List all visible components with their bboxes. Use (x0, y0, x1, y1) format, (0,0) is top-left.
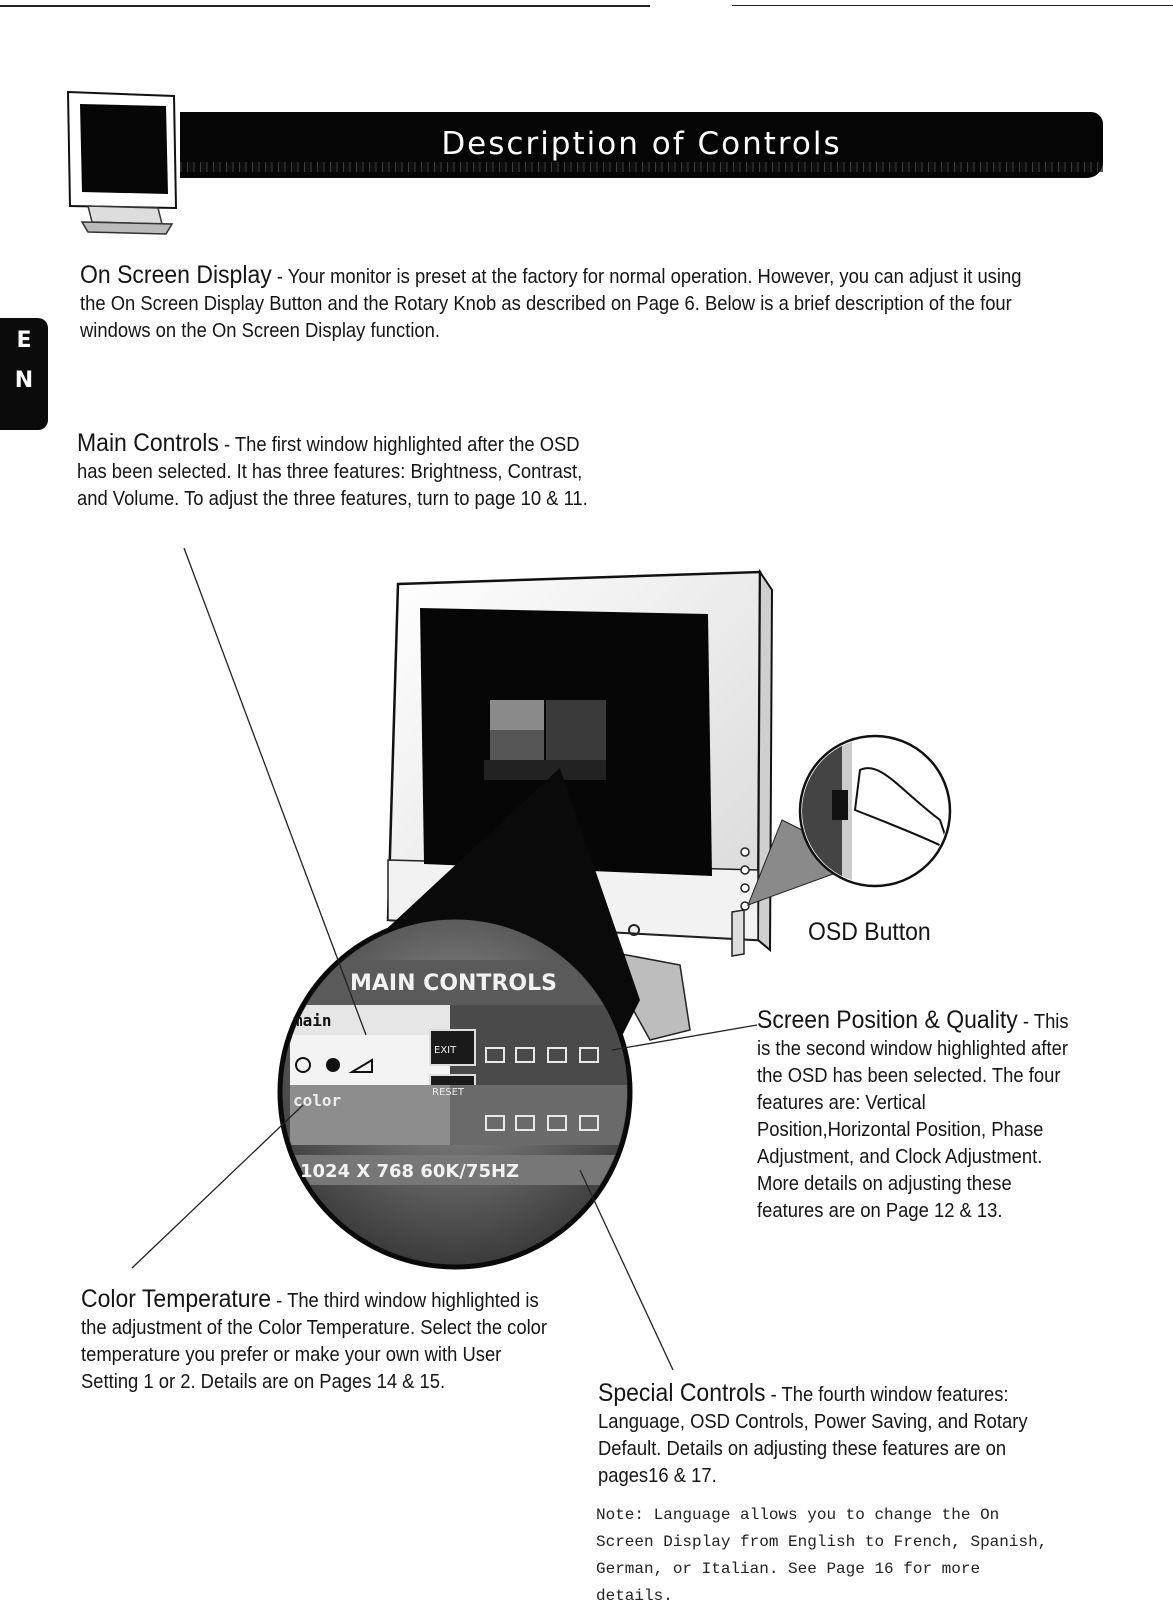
color-temperature-lead: Color Temperature (81, 1285, 272, 1313)
osd-button-label: OSD Button (808, 918, 931, 946)
top-rule-left (0, 5, 650, 7)
monitor-icon (66, 90, 178, 235)
osd-status-text: 1024 X 768 60K/75HZ (300, 1161, 519, 1182)
top-rule-right (732, 5, 1173, 6)
zoom-cone-right (540, 768, 640, 1060)
special-controls-text: - The fourth window features: Language, … (598, 1384, 1028, 1487)
language-letter-e: E (16, 328, 32, 353)
osd-menu-title: MAIN CONTROLS (350, 971, 557, 996)
osd-exit-button: EXIT (434, 1045, 457, 1056)
volume-icon (348, 1058, 373, 1073)
color-temperature-paragraph: Color Temperature - The third window hig… (81, 1286, 559, 1396)
language-tab: E N (0, 318, 48, 430)
leader-lines (131, 547, 758, 1371)
page-title: Description of Controls (441, 126, 842, 162)
main-controls-text: - The first window highlighted after the… (77, 434, 588, 510)
banner-texture (180, 162, 1103, 172)
screen-position-text: - This is the second window highlighted … (757, 1011, 1069, 1222)
intro-lead: On Screen Display (80, 261, 272, 289)
header-banner: Description of Controls (180, 112, 1103, 178)
color-temperature-text: - The third window highlighted is the ad… (81, 1290, 548, 1393)
screen-position-paragraph: Screen Position & Quality - This is the … (757, 1007, 1070, 1225)
special-controls-paragraph: Special Controls - The fourth window fea… (598, 1380, 1063, 1490)
main-controls-lead: Main Controls (77, 429, 219, 457)
intro-text: - Your monitor is preset at the factory … (80, 266, 1022, 342)
special-controls-note: Note: Language allows you to change the … (596, 1506, 1048, 1605)
contrast-icon (326, 1058, 340, 1072)
language-letter-n: N (14, 368, 34, 393)
screen-position-lead: Screen Position & Quality (757, 1006, 1018, 1034)
brightness-icon (295, 1057, 311, 1073)
osd-main-tab: main (293, 1011, 332, 1030)
intro-paragraph: On Screen Display - Your monitor is pres… (80, 262, 1046, 345)
special-controls-lead: Special Controls (598, 1379, 766, 1407)
osd-magnifier: MAIN CONTROLS main color EXIT RESET 1024… (277, 914, 633, 1270)
main-controls-paragraph: Main Controls - The first window highlig… (77, 430, 603, 513)
osd-color-tab: color (293, 1091, 341, 1110)
button-magnifier (747, 734, 952, 906)
osd-reset-button: RESET (432, 1087, 465, 1098)
